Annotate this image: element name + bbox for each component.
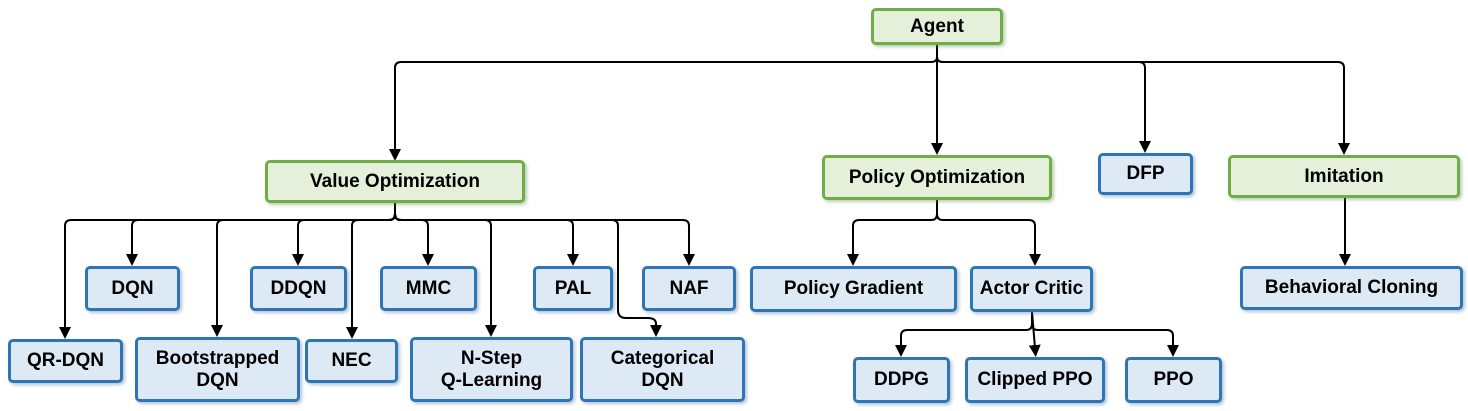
edge-policy-optimization-actor-critic	[936, 200, 1041, 266]
node-ddpg: DDPG	[853, 357, 950, 403]
edge-value-optimization-pal	[394, 203, 579, 266]
edge-value-optimization-dqn	[126, 203, 396, 266]
node-categorical-dqn: Categorical DQN	[580, 337, 745, 402]
node-naf: NAF	[642, 266, 736, 311]
node-behavioral-cloning: Behavioral Cloning	[1240, 266, 1463, 310]
node-qr-dqn: QR-DQN	[8, 339, 123, 383]
node-policy-optimization: Policy Optimization	[822, 155, 1052, 200]
node-dfp: DFP	[1098, 153, 1193, 195]
edge-value-optimization-naf	[394, 203, 695, 266]
node-nec: NEC	[305, 339, 398, 383]
node-bootstrapped-dqn: Bootstrapped DQN	[135, 337, 300, 402]
node-agent: Agent	[871, 8, 1003, 45]
edge-value-optimization-categorical-dqn	[394, 203, 662, 337]
edge-agent-dfp	[936, 45, 1151, 153]
node-actor-critic: Actor Critic	[970, 266, 1093, 312]
edge-value-optimization-mmc	[394, 203, 434, 266]
edge-actor-critic-ppo	[1031, 312, 1179, 357]
edge-value-optimization-ddqn	[292, 203, 396, 266]
edge-agent-value-optimization	[389, 45, 938, 161]
node-ddqn: DDQN	[250, 266, 347, 311]
node-dqn: DQN	[85, 266, 180, 311]
node-mmc: MMC	[380, 266, 477, 311]
node-clipped-ppo: Clipped PPO	[965, 357, 1105, 403]
node-pal: PAL	[533, 266, 613, 311]
node-n-step-q-learning: N-Step Q-Learning	[410, 337, 573, 402]
edge-actor-critic-ddpg	[895, 312, 1033, 357]
edge-policy-optimization-policy-gradient	[847, 200, 938, 266]
edge-agent-imitation	[936, 45, 1350, 155]
node-imitation: Imitation	[1228, 155, 1460, 198]
node-policy-gradient: Policy Gradient	[750, 266, 957, 312]
node-ppo: PPO	[1125, 357, 1222, 403]
node-value-optimization: Value Optimization	[265, 160, 525, 203]
